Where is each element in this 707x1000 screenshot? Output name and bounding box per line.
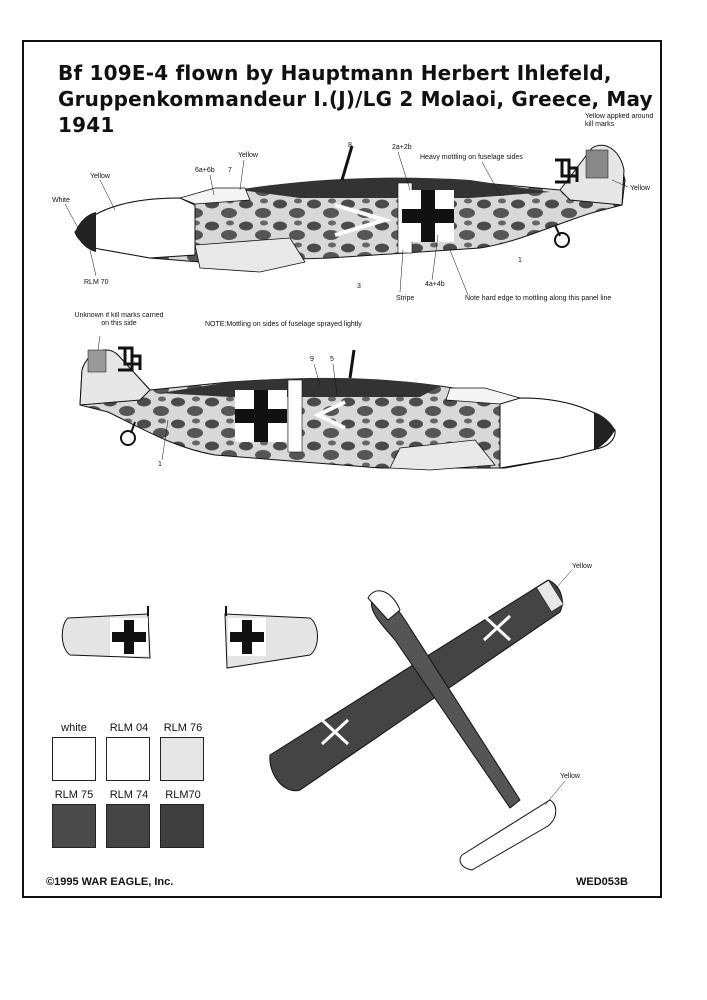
title-line-1: Bf 109E-4 flown by Hauptmann Herbert Ihl… xyxy=(58,61,612,85)
wing-underside-right xyxy=(224,606,318,669)
plan-view xyxy=(269,579,564,871)
page-title: Bf 109E-4 flown by Hauptmann Herbert Ihl… xyxy=(58,60,707,138)
label-7: 7 xyxy=(228,167,232,174)
label-mottling-note: NOTE:Mottling on sides of fuselage spray… xyxy=(205,321,362,328)
label-heavy-mottling: Heavy mottling on fuselage sides xyxy=(420,154,523,161)
swatch-label-rlm04: RLM 04 xyxy=(109,722,149,734)
spinner xyxy=(594,412,615,450)
yellow-wingtip xyxy=(536,580,564,612)
antenna-mast xyxy=(348,349,356,379)
copyright: ©1995 WAR EAGLE, Inc. xyxy=(46,876,174,888)
wing-underside-left xyxy=(61,606,151,659)
canopy xyxy=(178,187,251,205)
tailwheel-leg xyxy=(130,421,136,434)
starboard-profile xyxy=(74,144,626,273)
label-rlm70: RLM 70 xyxy=(84,279,109,286)
label-stripe: Stripe xyxy=(396,295,414,302)
wing xyxy=(389,439,496,471)
label-yellow-tail: Yellow xyxy=(630,185,651,192)
drawing-frame xyxy=(22,40,662,898)
label-yellow-canopy: Yellow xyxy=(238,152,259,159)
spinner xyxy=(75,212,96,252)
swatch-rlm74 xyxy=(106,804,150,848)
label-2a2b: 2a+2b xyxy=(392,144,412,151)
swatch-label-rlm75: RLM 75 xyxy=(54,789,94,801)
label-9: 9 xyxy=(310,356,314,363)
label-4a4b: 4a+4b xyxy=(425,281,445,288)
canopy xyxy=(445,387,522,405)
swatch-rlm04 xyxy=(106,737,150,781)
swatch-label-rlm70: RLM70 xyxy=(165,789,201,801)
label-white: White xyxy=(52,197,70,204)
label-6a6b: 6a+6b xyxy=(195,167,215,174)
label-unknown-kills: Unknown if kill marks carried on this si… xyxy=(74,312,164,327)
swatch-rlm70 xyxy=(160,804,204,848)
chevron-marking xyxy=(313,400,346,430)
swatch-white xyxy=(52,737,96,781)
yellow-band xyxy=(287,379,303,453)
label-yellow-nose: Yellow xyxy=(90,173,111,180)
kill-marks xyxy=(585,149,609,179)
balkenkreuz xyxy=(402,190,454,242)
spine xyxy=(240,177,550,198)
label-5: 5 xyxy=(330,356,334,363)
tail-wheel xyxy=(120,430,136,446)
antenna-mast xyxy=(340,145,354,181)
label-yellow-wingtip: Yellow xyxy=(572,563,593,570)
chevron-marking xyxy=(334,203,392,237)
leader-lines xyxy=(64,151,629,296)
port-profile xyxy=(79,346,616,471)
wing xyxy=(194,237,306,273)
swatch-label-rlm76: RLM 76 xyxy=(163,722,203,734)
balkenkreuz xyxy=(235,390,287,442)
wing-cross-right xyxy=(482,614,512,642)
label-hard-edge: Note hard edge to mottling along this pa… xyxy=(465,295,611,302)
swatch-label-rlm74: RLM 74 xyxy=(109,789,149,801)
title-line-2: Gruppenkommandeur I.(J)/LG 2 Molaoi, Gre… xyxy=(58,87,653,137)
tail-wheel xyxy=(554,232,570,248)
tailwheel-leg xyxy=(554,224,561,237)
swatch-rlm76 xyxy=(160,737,204,781)
label-yellow-kills: Yellow applied around kill marks xyxy=(585,113,654,128)
tailplane xyxy=(459,799,557,871)
swastika xyxy=(555,158,579,184)
kill-marks-area xyxy=(87,349,107,373)
label-1-starboard: 1 xyxy=(518,257,522,264)
swatch-rlm75 xyxy=(52,804,96,848)
document-code: WED053B xyxy=(576,876,628,888)
wing-cross-left xyxy=(320,718,350,746)
label-8: 8 xyxy=(348,142,352,149)
label-yellow-tailplane: Yellow xyxy=(560,773,581,780)
port-leader-lines xyxy=(97,335,338,461)
nose xyxy=(367,590,401,621)
swatch-label-white: white xyxy=(61,722,87,734)
label-1-port: 1 xyxy=(158,461,162,468)
swastika xyxy=(118,346,142,372)
plan-leader-lines xyxy=(544,569,573,806)
label-3: 3 xyxy=(357,283,361,290)
wings xyxy=(269,579,563,792)
